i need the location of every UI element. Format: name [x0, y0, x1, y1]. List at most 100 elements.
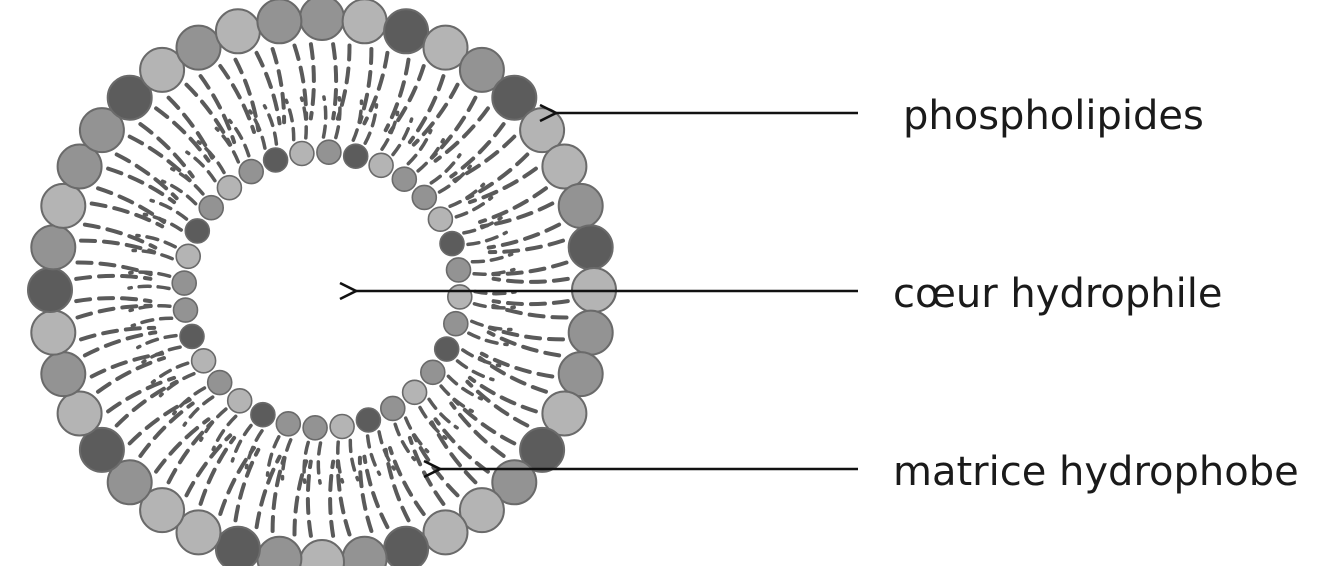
outer-phospholipid-head — [384, 9, 428, 53]
inner-phospholipid-head — [317, 140, 341, 164]
inner-phospholipid-head — [176, 244, 200, 268]
inner-phospholipid-head — [192, 349, 216, 373]
outer-tail — [489, 332, 559, 355]
inner-tail — [132, 318, 171, 326]
outer-phospholipid-head — [384, 527, 428, 566]
liposome — [28, 0, 616, 566]
inner-phospholipid-head — [369, 153, 393, 177]
inner-tail — [286, 100, 294, 139]
inner-phospholipid-head — [208, 371, 232, 395]
outer-tail — [81, 328, 154, 340]
outer-tail — [257, 457, 280, 527]
inner-phospholipid-head — [199, 196, 223, 220]
inner-phospholipid-head — [290, 142, 314, 166]
outer-phospholipid-head — [559, 184, 603, 228]
outer-tail — [311, 44, 314, 118]
outer-tail — [490, 241, 563, 253]
outer-phospholipid-head — [569, 311, 613, 355]
label-coeur-hydrophile: cœur hydrophile — [893, 274, 1222, 314]
label-phospholipides: phospholipides — [903, 96, 1204, 136]
outer-tail — [76, 276, 150, 279]
inner-phospholipid-head — [174, 298, 198, 322]
outer-phospholipid-head — [257, 537, 301, 566]
outer-tail — [364, 53, 387, 123]
inner-phospholipid-head — [276, 412, 300, 436]
inner-phospholipid-head — [356, 408, 380, 432]
outer-tail — [360, 458, 372, 531]
inner-tail — [368, 436, 380, 474]
inner-phospholipid-head — [239, 160, 263, 184]
inner-phospholipid-head — [381, 396, 405, 420]
inner-phospholipid-head — [344, 144, 368, 168]
outer-phospholipid-head — [216, 9, 260, 53]
inner-phospholipid-head — [435, 337, 459, 361]
outer-phospholipid-head — [424, 510, 468, 554]
inner-phospholipid-head — [448, 285, 472, 309]
outer-phospholipid-head — [58, 392, 102, 436]
outer-phospholipid-head — [257, 0, 301, 43]
inner-tail — [448, 376, 481, 399]
inner-phospholipid-head — [403, 380, 427, 404]
inner-tail — [265, 106, 277, 144]
inner-phospholipid-head — [172, 271, 196, 295]
outer-tail — [333, 44, 336, 118]
inner-tail — [324, 97, 326, 137]
inner-phospholipid-head — [228, 389, 252, 413]
outer-phospholipid-head — [300, 0, 344, 40]
outer-phospholipid-head — [569, 225, 613, 269]
inner-tail — [472, 254, 511, 262]
outer-phospholipid-head — [559, 352, 603, 396]
inner-tail — [213, 416, 236, 449]
inner-phospholipid-head — [447, 258, 471, 282]
outer-phospholipid-head — [300, 540, 344, 566]
inner-phospholipid-head — [251, 403, 275, 427]
outer-tail — [85, 225, 155, 248]
inner-tail — [450, 184, 483, 206]
inner-tail — [406, 418, 428, 451]
outer-phospholipid-head — [28, 268, 72, 312]
inner-tail — [472, 321, 511, 329]
outer-phospholipid-head — [343, 537, 387, 566]
inner-phospholipid-head — [303, 416, 327, 440]
inner-phospholipid-head — [217, 176, 241, 200]
outer-phospholipid-head — [343, 0, 387, 43]
inner-phospholipid-head — [440, 232, 464, 256]
outer-phospholipid-head — [31, 311, 75, 355]
outer-phospholipid-head — [41, 184, 85, 228]
outer-phospholipid-head — [41, 352, 85, 396]
inner-phospholipid-head — [330, 415, 354, 439]
inner-tail — [129, 286, 169, 288]
inner-phospholipid-head — [412, 185, 436, 209]
inner-tail — [138, 336, 176, 348]
outer-phospholipid-head — [542, 145, 586, 189]
inner-phospholipid-head — [392, 167, 416, 191]
outer-phospholipid-head — [177, 26, 221, 70]
outer-tail — [330, 462, 333, 536]
inner-tail — [408, 131, 431, 164]
outer-phospholipid-head — [31, 225, 75, 269]
outer-tail — [494, 279, 568, 282]
inner-phospholipid-head — [185, 219, 209, 243]
inner-phospholipid-head — [444, 312, 468, 336]
inner-phospholipid-head — [180, 324, 204, 348]
inner-tail — [161, 374, 194, 396]
outer-tail — [308, 462, 311, 536]
inner-phospholipid-head — [421, 360, 445, 384]
label-arrows — [356, 113, 858, 469]
outer-tail — [76, 298, 150, 301]
inner-tail — [318, 443, 320, 483]
inner-tail — [216, 129, 238, 162]
inner-phospholipid-head — [428, 207, 452, 231]
inner-phospholipid-head — [264, 148, 288, 172]
outer-tail — [273, 49, 285, 122]
inner-tail — [133, 251, 172, 259]
label-matrice-hydrophobe: matrice hydrophobe — [893, 452, 1299, 492]
outer-tail — [494, 301, 568, 304]
outer-leaflet-heads — [28, 0, 616, 566]
outer-phospholipid-head — [216, 527, 260, 566]
inner-tail — [353, 101, 361, 140]
inner-tail — [163, 181, 196, 204]
inner-tail — [350, 440, 358, 479]
inner-tail — [468, 233, 506, 245]
inner-tail — [283, 440, 291, 479]
